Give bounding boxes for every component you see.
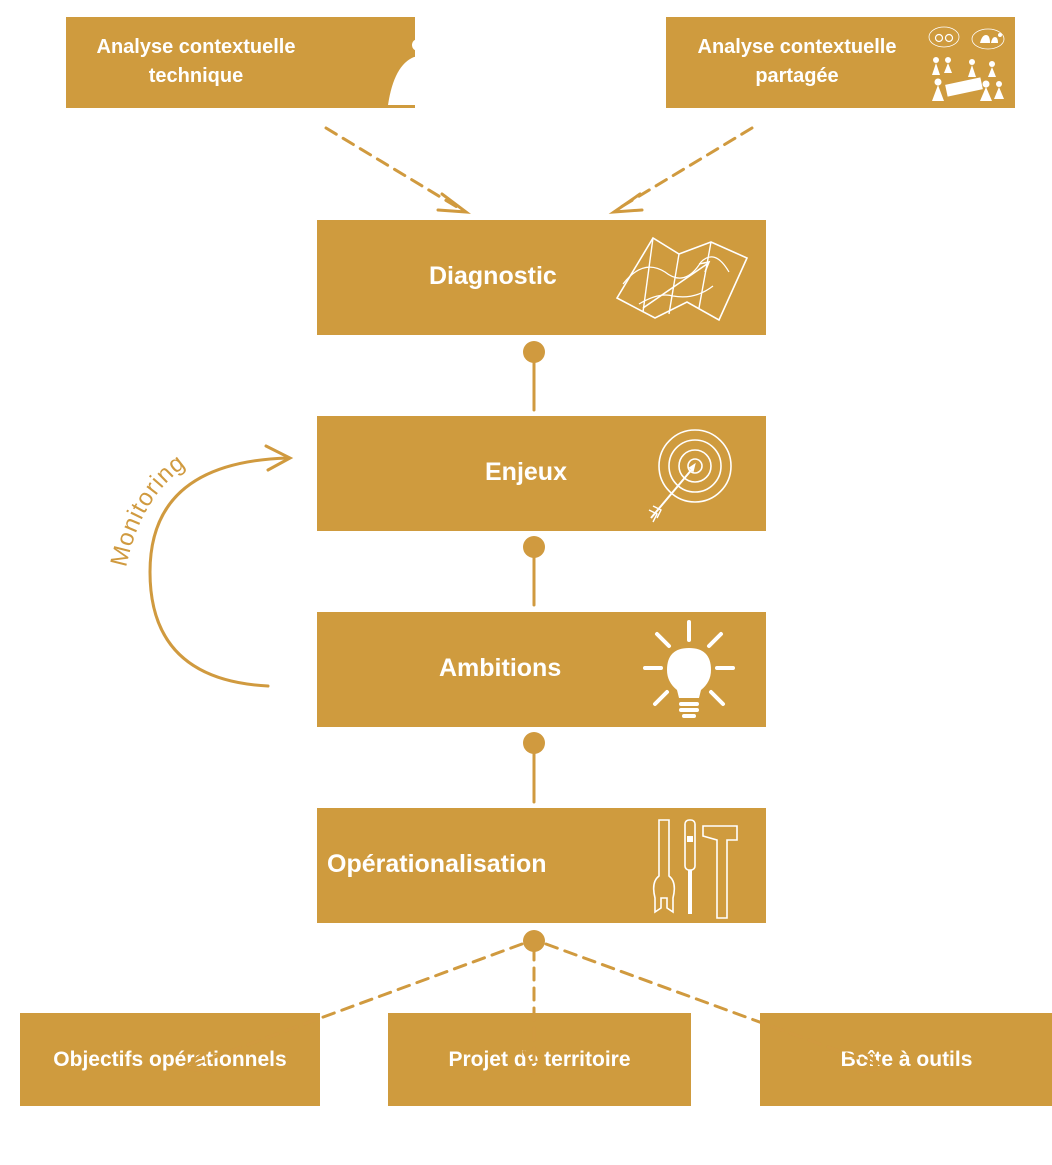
step-box-enjeux: Enjeux: [317, 416, 766, 531]
step-box-ambitions: Ambitions: [317, 612, 766, 727]
monitoring-loop-arrow: [148, 456, 290, 688]
arrowhead-output-objectifs: [180, 1050, 212, 1074]
step-label-enjeux: Enjeux: [485, 458, 567, 486]
node-dot-1: [523, 341, 545, 363]
tools-icon: [633, 816, 753, 920]
step-label-operationalisation: Opérationalisation: [327, 850, 547, 878]
monitoring-label: Monitoring: [105, 449, 190, 569]
person-at-computer-icon: [384, 35, 474, 105]
node-dot-3: [523, 732, 545, 754]
step-box-operationalisation: Opérationalisation: [317, 808, 766, 923]
output-label-objectifs: Objectifs opérationnels: [53, 1047, 287, 1071]
step-label-diagnostic: Diagnostic: [429, 262, 557, 290]
monitoring-label-text: Monitoring: [105, 449, 189, 569]
step-box-diagnostic: Diagnostic: [317, 220, 766, 335]
monitoring-loop-arrowhead: [264, 444, 294, 472]
lightbulb-icon: [635, 616, 745, 726]
arrowhead-input-technical: [436, 192, 471, 214]
input-box-technical: Analyse contextuelle technique: [66, 17, 474, 108]
input-box-shared: Analyse contextuelle partagée: [666, 17, 1015, 108]
input-label-technical: Analyse contextuelle technique: [96, 36, 296, 87]
arrowhead-input-shared: [608, 192, 644, 214]
arrow-output-objectifs: [188, 942, 524, 1068]
target-icon: [639, 428, 739, 528]
group-participation-icon: [928, 25, 1012, 105]
arrow-output-outils: [544, 942, 882, 1068]
output-box-objectifs: Objectifs opérationnels: [20, 1013, 320, 1106]
arrowhead-output-outils: [856, 1050, 891, 1074]
arrow-input-technical: [324, 126, 464, 212]
map-icon: [603, 228, 753, 328]
input-label-shared: Analyse contextuelle partagée: [697, 36, 897, 87]
node-dot-2: [523, 536, 545, 558]
arrowhead-output-projet: [522, 1050, 546, 1076]
node-dot-4: [523, 930, 545, 952]
output-box-outils: Boîte à outils: [760, 1013, 1052, 1106]
step-label-ambitions: Ambitions: [439, 654, 562, 682]
